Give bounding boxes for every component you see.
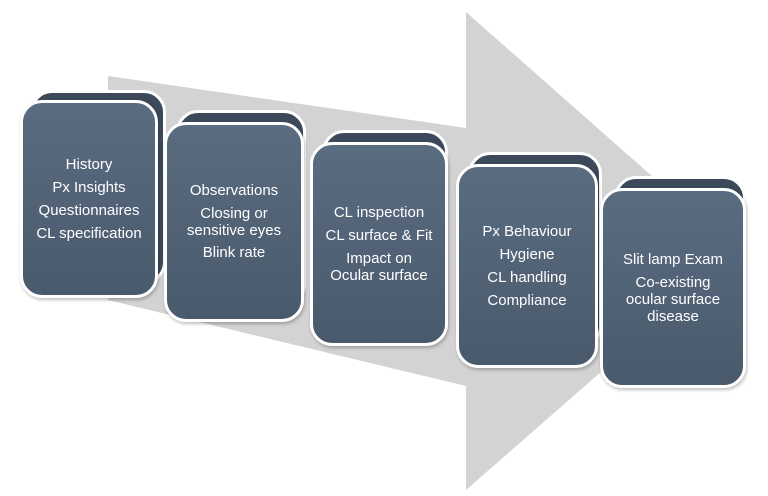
step-5-box: Slit lamp Exam Co-existing ocular surfac… <box>600 188 746 388</box>
step-3-box: CL inspection CL surface & Fit Impact on… <box>310 142 448 346</box>
step-2-line-3: Blink rate <box>202 244 266 261</box>
step-5-line-1: Slit lamp Exam <box>622 251 724 268</box>
step-4-line-3: CL handling <box>487 268 567 286</box>
step-3-line-3: Impact on Ocular surface <box>330 250 428 284</box>
step-2-box: Observations Closing or sensitive eyes B… <box>164 122 304 322</box>
step-1-line-4: CL specification <box>36 224 142 242</box>
step-1-line-3: Questionnaires <box>38 201 140 219</box>
step-1-line-1: History <box>65 155 113 173</box>
step-1-box: History Px Insights Questionnaires CL sp… <box>20 100 158 298</box>
step-4-line-2: Hygiene <box>499 245 555 263</box>
step-2-line-1: Observations <box>189 182 279 199</box>
step-1-line-2: Px Insights <box>52 178 126 196</box>
step-4-line-1: Px Behaviour <box>482 222 572 240</box>
step-2-line-2: Closing or sensitive eyes <box>186 205 282 239</box>
step-4-line-4: Compliance <box>487 291 567 309</box>
step-4-box: Px Behaviour Hygiene CL handling Complia… <box>456 164 598 368</box>
step-3-line-2: CL surface & Fit <box>325 227 433 244</box>
step-3-line-1: CL inspection <box>333 204 425 221</box>
step-5-line-2: Co-existing ocular surface disease <box>625 274 721 325</box>
